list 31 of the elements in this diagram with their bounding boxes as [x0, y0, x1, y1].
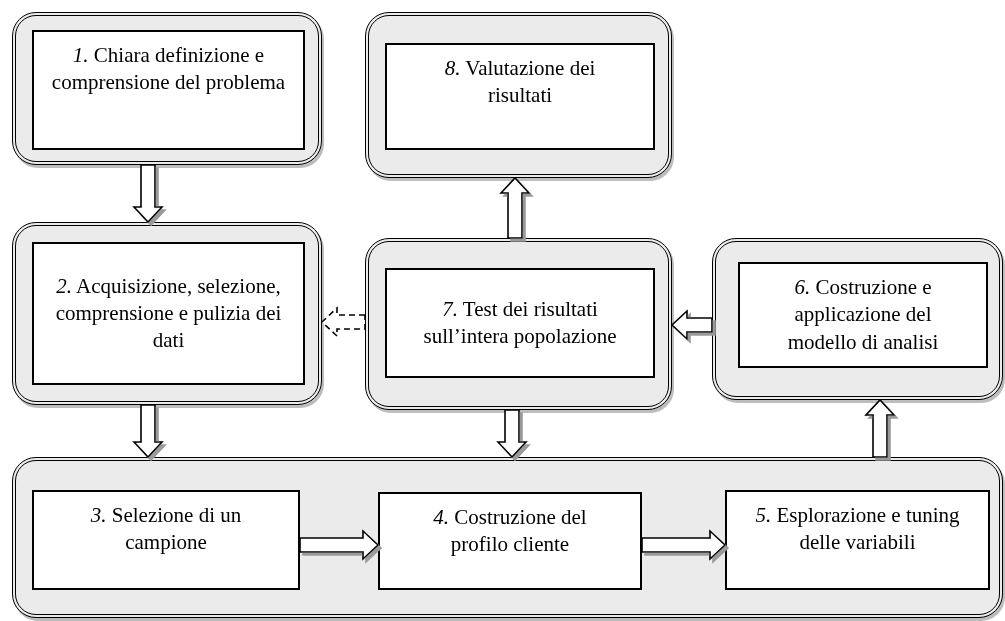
- block-arrow: [132, 164, 164, 224]
- rounded-frame: [12, 12, 322, 165]
- step-text: 2. Acquisizione, selezione, comprensione e pulizia dei dati: [54, 272, 283, 355]
- rounded-frame: [365, 238, 672, 410]
- process-box: [725, 490, 990, 590]
- step-text: 5. Esplorazione e tuning delle variabili: [754, 502, 961, 557]
- block-arrow: [864, 398, 896, 458]
- step-text: 4. Costruzione del profilo cliente: [432, 504, 588, 559]
- step-text: 8. Valutazione dei risultati: [443, 55, 597, 110]
- process-box: [32, 490, 300, 590]
- step-text: 3. Selezione di un campione: [89, 502, 243, 557]
- process-box: [385, 43, 655, 150]
- process-box: [385, 268, 655, 378]
- block-arrow: [299, 529, 380, 561]
- block-arrow: [132, 404, 164, 459]
- step-text: 6. Costruzione e applicazione del modello di analisi: [786, 274, 940, 356]
- process-box: [378, 492, 642, 590]
- block-arrow: [496, 409, 528, 459]
- block-arrow: [670, 309, 713, 341]
- rounded-frame: [365, 12, 672, 178]
- process-box: [738, 262, 988, 368]
- process-box: [32, 30, 305, 150]
- block-arrow: [499, 176, 531, 239]
- step-text: 7. Test dei risultati sull’intera popolazione: [422, 295, 618, 350]
- block-arrow: [641, 529, 727, 561]
- rounded-frame: [712, 238, 1003, 400]
- block-arrow: [320, 306, 366, 338]
- process-box: [32, 242, 305, 385]
- step-text: 1. Chiara definizione e comprensione del problema: [50, 42, 287, 97]
- rounded-frame: [12, 222, 322, 405]
- rounded-frame: [12, 457, 1003, 618]
